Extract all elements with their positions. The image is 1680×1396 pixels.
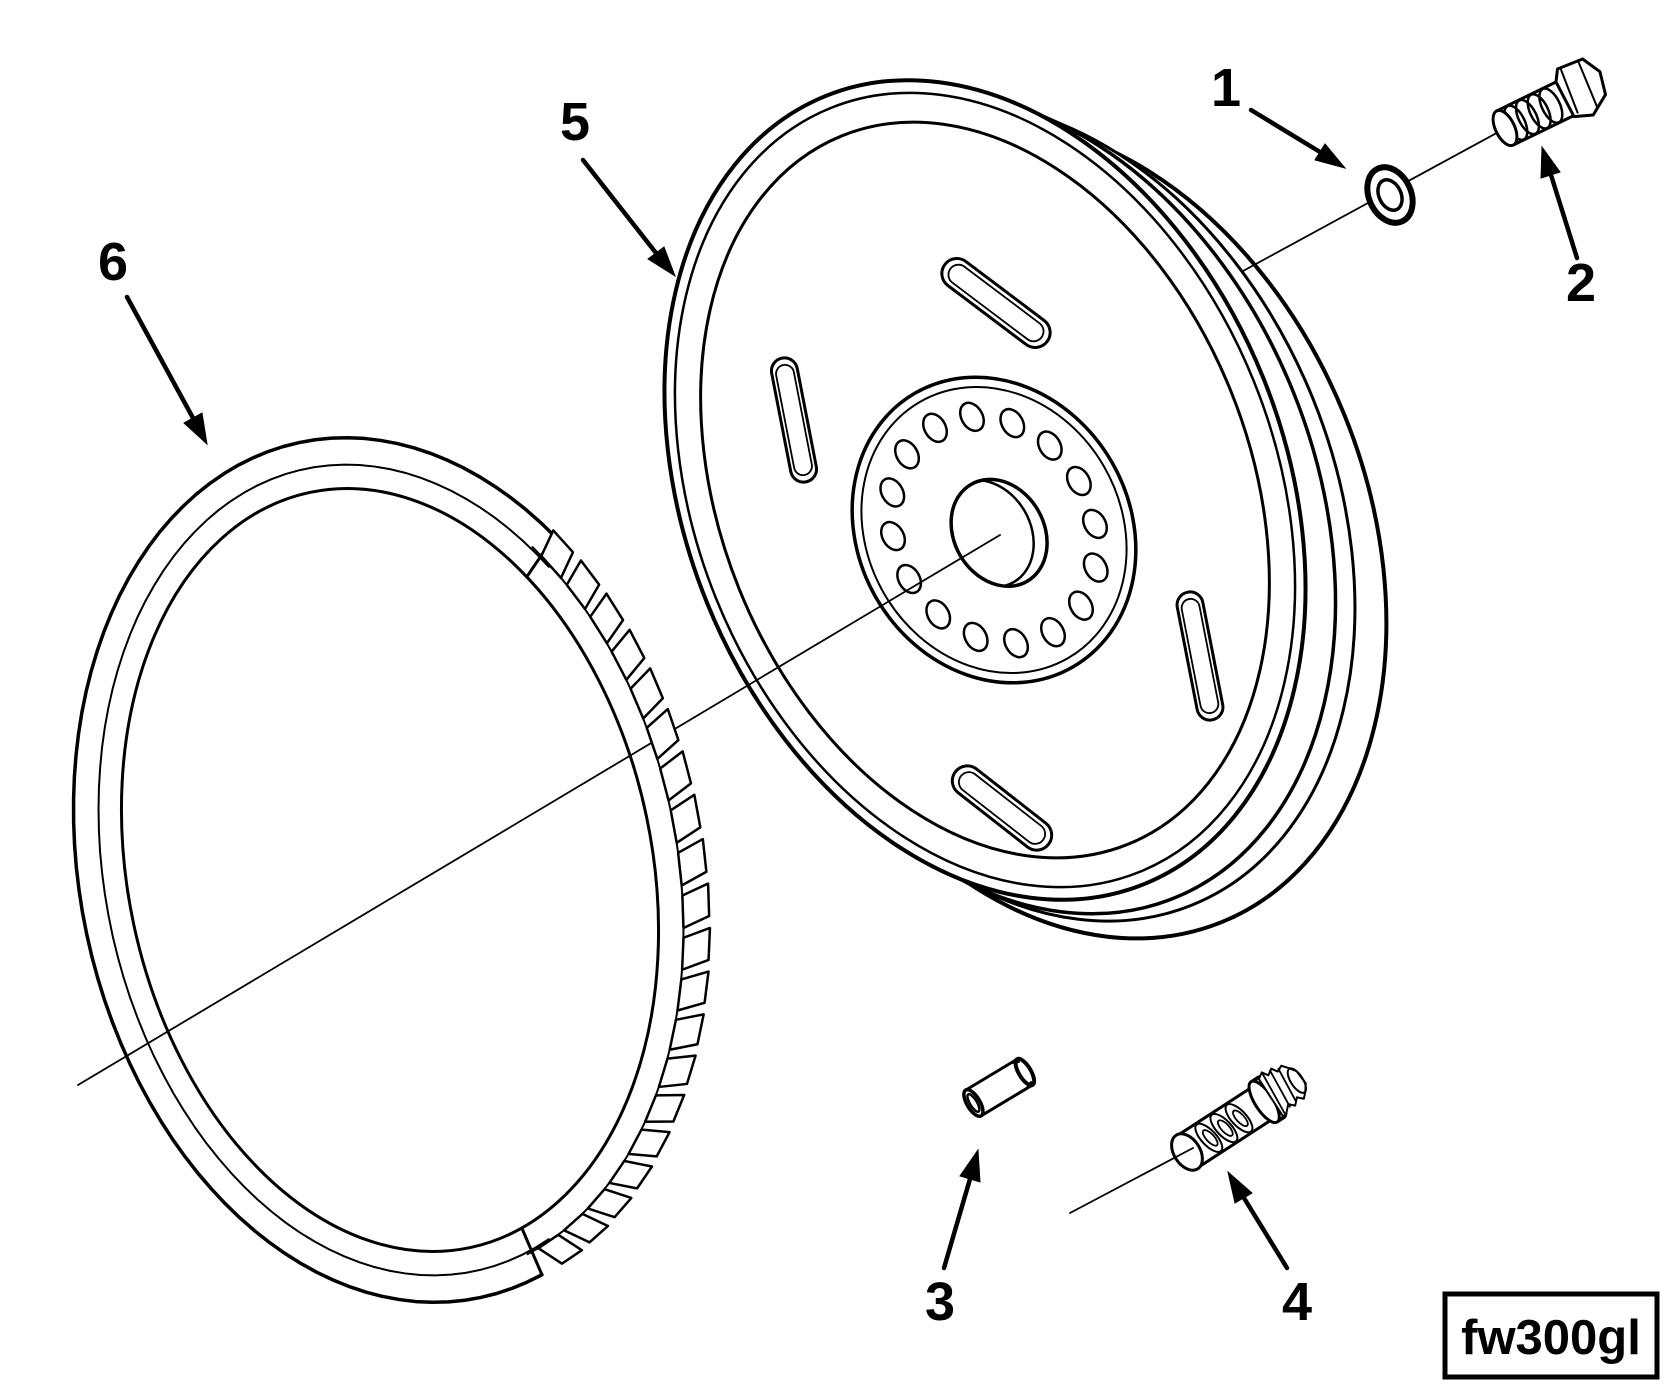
callout-2-label: 2 — [1566, 253, 1596, 313]
ring-gear-tooth — [610, 628, 646, 682]
callout-1-arrowhead — [1314, 143, 1347, 169]
callout-5-arrow-line — [580, 157, 659, 256]
ring-gear-tooth — [681, 882, 711, 930]
bolt-tip — [1491, 108, 1519, 148]
flywheel-slot-top — [940, 257, 1052, 349]
mounting-bolt-drawing — [1170, 1064, 1308, 1172]
washer-drawing — [1364, 164, 1416, 226]
ring-gear-tooth — [658, 750, 693, 802]
ring-gear-tooth — [537, 1233, 584, 1265]
callout-5: 5 — [560, 92, 676, 278]
callout-4-label: 4 — [1282, 1272, 1312, 1332]
ring-gear-tooth — [588, 592, 625, 645]
bolt-drawing — [1491, 57, 1608, 148]
callout-4-arrowhead — [1227, 1170, 1253, 1204]
ring-gear-tooth — [668, 1013, 705, 1052]
flywheel-drawing — [662, 78, 1389, 941]
callout-2-arrow-line — [1548, 172, 1580, 261]
callout-1: 1 — [1211, 58, 1347, 169]
callout-6-arrow-line — [124, 294, 196, 421]
ring-gear-tooth — [608, 1159, 654, 1190]
flywheel-slot-right — [1175, 590, 1225, 722]
callout-6-label: 6 — [98, 232, 128, 292]
flywheel-slot-left — [769, 356, 819, 484]
ring-gear-tooth — [680, 926, 712, 971]
crank-bore — [949, 477, 1049, 589]
callout-2: 2 — [1540, 145, 1596, 313]
ring-gear-tooth — [627, 1128, 671, 1158]
ring-gear-tooth — [586, 1187, 633, 1219]
ring-gear-tooth — [565, 559, 601, 611]
hub-bolt-holes — [879, 401, 1109, 659]
ring-gear-tooth — [676, 970, 710, 1012]
ring-gear-tooth — [643, 1093, 686, 1124]
callout-5-arrowhead — [647, 246, 676, 278]
callout-3-label: 3 — [925, 1272, 955, 1332]
flywheel-slot-bottom — [950, 764, 1054, 852]
ring-gear-tooth — [657, 1054, 697, 1089]
callout-1-arrow-line — [1248, 107, 1323, 155]
figure-code-text: fw300gl — [1461, 1311, 1641, 1365]
figure-code-box: fw300gl — [1442, 1291, 1660, 1380]
callout-4: 4 — [1227, 1170, 1312, 1332]
ring-gear-tooth — [629, 667, 665, 720]
hub-inner-edge — [860, 385, 1128, 675]
callout-6-arrowhead — [183, 412, 208, 446]
centerline-ring-gear — [77, 534, 1001, 1086]
bolt-hex-head — [1554, 57, 1608, 119]
callout-2-arrowhead — [1540, 145, 1561, 179]
ring-gear-tooth — [562, 1212, 610, 1244]
callout-6: 6 — [98, 232, 208, 446]
ring-gear-tooth — [669, 793, 702, 845]
callout-3-arrow-line — [941, 1176, 973, 1271]
callout-3: 3 — [925, 1148, 981, 1332]
flywheel-face-inner-ring — [699, 120, 1271, 860]
ring-gear-tooth — [540, 529, 575, 580]
ring-gear-tooth — [676, 837, 708, 887]
callout-1-label: 1 — [1211, 58, 1241, 118]
callout-3-arrowhead — [959, 1148, 981, 1183]
flywheel-face-chamfer — [673, 91, 1297, 889]
flywheel-hub — [850, 375, 1138, 685]
callout-4-arrow-line — [1241, 1195, 1290, 1271]
centerline-mounting-bolt — [1069, 1147, 1194, 1214]
dowel-pin-drawing — [962, 1056, 1037, 1119]
ring-gear-tooth — [645, 707, 680, 761]
callout-5-label: 5 — [560, 92, 590, 152]
ring-gear-drawing — [71, 435, 712, 1305]
